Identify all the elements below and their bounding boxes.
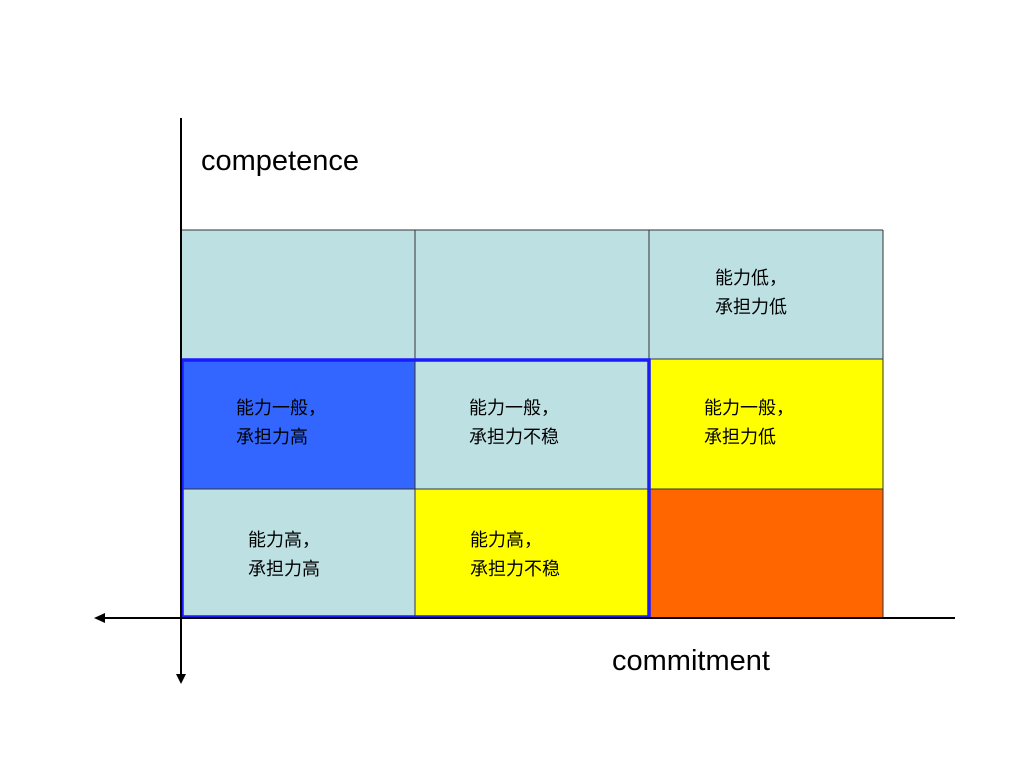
cell-r2-c3-line1: 能力一般， (704, 398, 794, 419)
cell-r2-c3-text: 能力一般， 承担力低 (704, 394, 794, 452)
cell-r3-c1-line2: 承担力高 (248, 559, 320, 580)
y-axis-arrowhead (176, 674, 186, 684)
cell-r2-c2 (415, 359, 649, 489)
cell-r2-c3-line2: 承担力低 (704, 427, 776, 448)
cell-r3-c2-line1: 能力高， (470, 530, 542, 551)
cell-r3-c1-line1: 能力高， (248, 530, 320, 551)
cell-r2-c1-text: 能力一般， 承担力高 (236, 394, 326, 452)
cell-r3-c2 (415, 489, 649, 618)
cell-r1-c3-text: 能力低， 承担力低 (715, 264, 787, 322)
x-axis-label: commitment (612, 645, 770, 677)
cell-r3-c3 (649, 489, 883, 618)
cell-r2-c2-line1: 能力一般， (469, 398, 559, 419)
cell-r2-c2-text: 能力一般， 承担力不稳 (469, 394, 559, 452)
cell-r2-c1 (181, 359, 415, 489)
cell-r1-c3 (649, 230, 883, 359)
cell-r3-c1-text: 能力高， 承担力高 (248, 526, 320, 584)
cell-r1-c3-line1: 能力低， (715, 268, 787, 289)
cell-r3-c2-text: 能力高， 承担力不稳 (470, 526, 560, 584)
cell-r1-c3-line2: 承担力低 (715, 297, 787, 318)
cell-r3-c2-line2: 承担力不稳 (470, 559, 560, 580)
cell-r2-c1-line1: 能力一般， (236, 398, 326, 419)
cell-r2-c3 (649, 359, 883, 489)
cell-r2-c1-line2: 承担力高 (236, 427, 308, 448)
cell-r1-c1 (181, 230, 415, 359)
y-axis-label: competence (201, 145, 359, 177)
x-axis-arrowhead (94, 613, 105, 623)
cell-r2-c2-line2: 承担力不稳 (469, 427, 559, 448)
cell-r3-c1 (181, 489, 415, 618)
cell-r1-c2 (415, 230, 649, 359)
